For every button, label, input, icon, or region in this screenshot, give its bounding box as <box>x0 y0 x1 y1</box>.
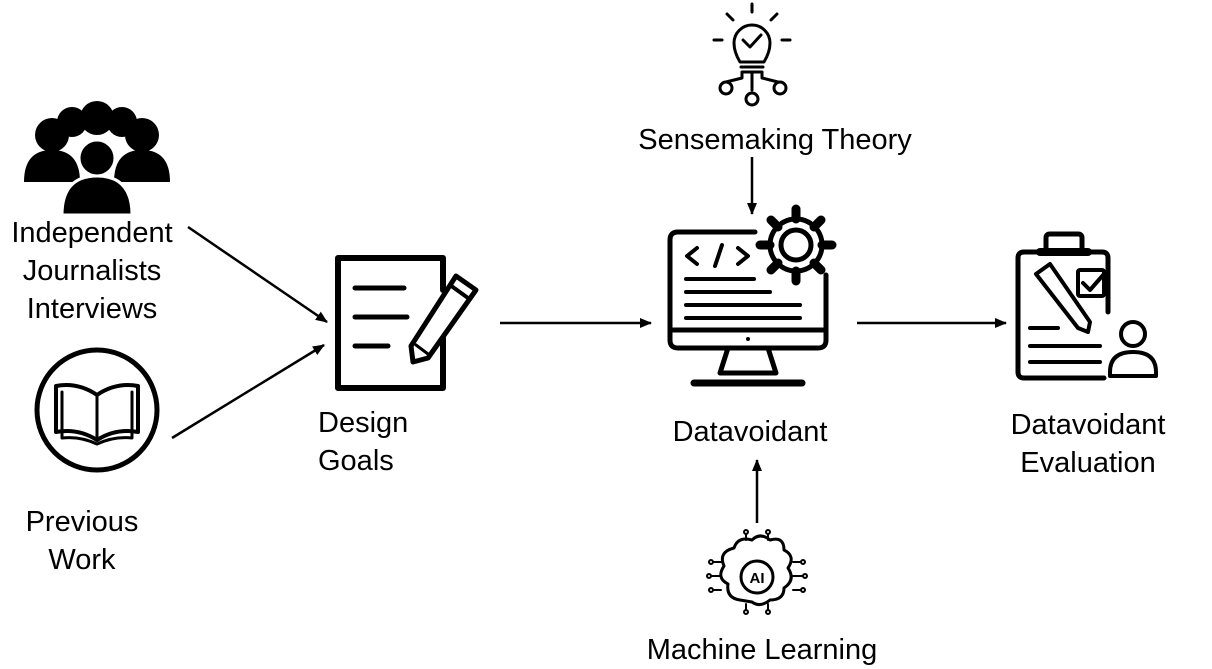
arrow-previous-work-to-design-goals <box>171 343 325 440</box>
previous-work-label-line-2: Work <box>48 544 116 576</box>
previous-work-label: Previous Work <box>0 503 164 579</box>
monitor-code-gear-icon <box>667 204 837 387</box>
previous-work-label-line-1: Previous <box>25 506 139 538</box>
interviews-label: Independent Journalists Interviews <box>0 214 184 328</box>
design-goals-label: Design Goals <box>318 404 408 480</box>
design-goals-label-line-1: Design <box>318 407 409 439</box>
ai-brain-chip-icon: AI <box>706 529 808 615</box>
clipboard-evaluation-icon <box>1015 231 1158 381</box>
datavoidant-label: Datavoidant <box>672 416 828 448</box>
interviews-label-line-1: Independent <box>11 217 173 249</box>
evaluation-label-line-2: Evaluation <box>1020 447 1156 479</box>
evaluation-label-line-1: Datavoidant <box>1010 409 1166 441</box>
sensemaking-label: Sensemaking Theory <box>638 124 912 156</box>
ai-text: AI <box>750 570 765 587</box>
lightbulb-idea-icon <box>712 2 792 107</box>
design-goals-label-line-2: Goals <box>318 445 394 477</box>
arrow-interviews-to-design-goals <box>187 225 328 324</box>
interviews-label-line-3: Interviews <box>26 293 158 325</box>
machine-learning-label: Machine Learning <box>646 634 878 666</box>
evaluation-label: Datavoidant Evaluation <box>988 406 1188 482</box>
interviews-label-line-2: Journalists <box>22 255 162 287</box>
people-group-icon <box>24 101 170 217</box>
document-pencil-icon <box>335 255 479 391</box>
open-book-icon <box>34 347 160 473</box>
arrows <box>171 157 1007 523</box>
